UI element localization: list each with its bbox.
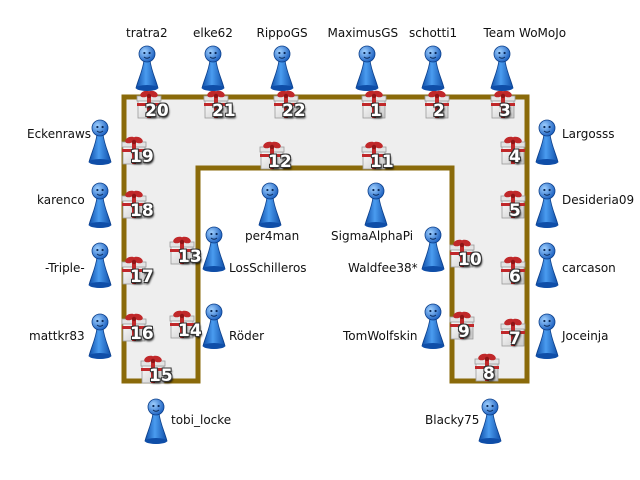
blue-pawn-icon[interactable] [535, 242, 559, 288]
blue-pawn-icon[interactable] [88, 313, 112, 359]
player-name[interactable]: mattkr83 [29, 329, 85, 343]
player-name[interactable]: Waldfee38* [348, 261, 418, 275]
blue-pawn-icon[interactable] [202, 226, 226, 272]
gift-box-icon[interactable] [121, 312, 147, 342]
blue-pawn-icon[interactable] [421, 45, 445, 91]
blue-pawn-icon[interactable] [535, 182, 559, 228]
gift-box-icon[interactable] [474, 352, 500, 382]
blue-pawn-icon[interactable] [270, 45, 294, 91]
player-name[interactable]: Desideria09 [562, 193, 635, 207]
seat-number-7: 7 [509, 329, 521, 349]
player-name[interactable]: per4man [245, 229, 300, 243]
blue-pawn-icon[interactable] [421, 303, 445, 349]
gift-box-icon[interactable] [140, 354, 166, 384]
player-name[interactable]: -Triple- [45, 261, 85, 275]
player-name[interactable]: karenco [37, 193, 85, 207]
player-name[interactable]: Röder [229, 329, 265, 343]
player-name[interactable]: tobi_locke [171, 413, 232, 427]
gift-box-icon[interactable] [169, 235, 195, 265]
gift-box-icon[interactable] [361, 140, 387, 170]
seat-number-18: 18 [130, 201, 154, 221]
seat-number-10: 10 [458, 250, 482, 270]
seat-number-19: 19 [130, 147, 154, 167]
seat-number-16: 16 [130, 324, 154, 344]
gift-box-icon[interactable] [203, 89, 229, 119]
gift-box-icon[interactable] [424, 89, 450, 119]
gift-box-icon[interactable] [449, 310, 475, 340]
player-name[interactable]: tratra2 [126, 26, 168, 40]
blue-pawn-icon[interactable] [535, 313, 559, 359]
player-name[interactable]: elke62 [193, 26, 233, 40]
player-name[interactable]: LosSchilleros [229, 261, 307, 275]
seat-number-3: 3 [499, 101, 511, 121]
player-name[interactable]: TomWolfskin [343, 329, 418, 343]
player-name[interactable]: Joceinja [562, 329, 609, 343]
blue-pawn-icon[interactable] [364, 182, 388, 228]
seat-number-5: 5 [509, 201, 521, 221]
seat-number-6: 6 [509, 267, 521, 287]
seat-number-17: 17 [130, 267, 154, 287]
seat-number-12: 12 [268, 152, 292, 172]
blue-pawn-icon[interactable] [202, 303, 226, 349]
gift-box-icon[interactable] [361, 89, 387, 119]
seat-number-21: 21 [212, 101, 236, 121]
seat-number-13: 13 [178, 247, 202, 267]
gift-box-icon[interactable] [500, 189, 526, 219]
seat-number-22: 22 [282, 101, 306, 121]
player-name[interactable]: MaximusGS [327, 26, 399, 40]
player-name[interactable]: Eckenraws [27, 127, 92, 141]
blue-pawn-icon[interactable] [88, 182, 112, 228]
blue-pawn-icon[interactable] [355, 45, 379, 91]
gift-box-icon[interactable] [500, 255, 526, 285]
blue-pawn-icon[interactable] [88, 119, 112, 165]
gift-box-icon[interactable] [500, 135, 526, 165]
blue-pawn-icon[interactable] [135, 45, 159, 91]
gift-box-icon[interactable] [449, 238, 475, 268]
seat-number-14: 14 [178, 321, 202, 341]
blue-pawn-icon[interactable] [490, 45, 514, 91]
blue-pawn-icon[interactable] [201, 45, 225, 91]
player-name[interactable]: schotti1 [409, 26, 458, 40]
gift-box-icon[interactable] [273, 89, 299, 119]
gift-box-icon[interactable] [490, 89, 516, 119]
gift-box-icon[interactable] [500, 317, 526, 347]
blue-pawn-icon[interactable] [258, 182, 282, 228]
seat-number-9: 9 [458, 322, 470, 342]
blue-pawn-icon[interactable] [478, 398, 502, 444]
gift-box-icon[interactable] [121, 189, 147, 219]
seat-number-4: 4 [509, 147, 521, 167]
gift-box-icon[interactable] [136, 89, 162, 119]
seat-number-2: 2 [433, 101, 445, 121]
blue-pawn-icon[interactable] [421, 226, 445, 272]
blue-pawn-icon[interactable] [144, 398, 168, 444]
player-name[interactable]: SigmaAlphaPi [331, 229, 414, 243]
gift-box-icon[interactable] [121, 255, 147, 285]
seat-number-15: 15 [149, 366, 173, 386]
gift-box-icon[interactable] [121, 135, 147, 165]
player-name[interactable]: Largosss [562, 127, 615, 141]
player-name[interactable]: RippoGS [256, 26, 308, 40]
player-name[interactable]: Team WoMoJo [483, 26, 567, 40]
seat-number-1: 1 [370, 101, 382, 121]
gift-box-icon[interactable] [169, 309, 195, 339]
gift-box-icon[interactable] [259, 140, 285, 170]
player-name[interactable]: carcason [562, 261, 616, 275]
seat-number-20: 20 [145, 101, 169, 121]
blue-pawn-icon[interactable] [88, 242, 112, 288]
blue-pawn-icon[interactable] [535, 119, 559, 165]
seat-number-8: 8 [483, 364, 495, 384]
seat-number-11: 11 [370, 152, 394, 172]
player-name[interactable]: Blacky75 [425, 413, 480, 427]
